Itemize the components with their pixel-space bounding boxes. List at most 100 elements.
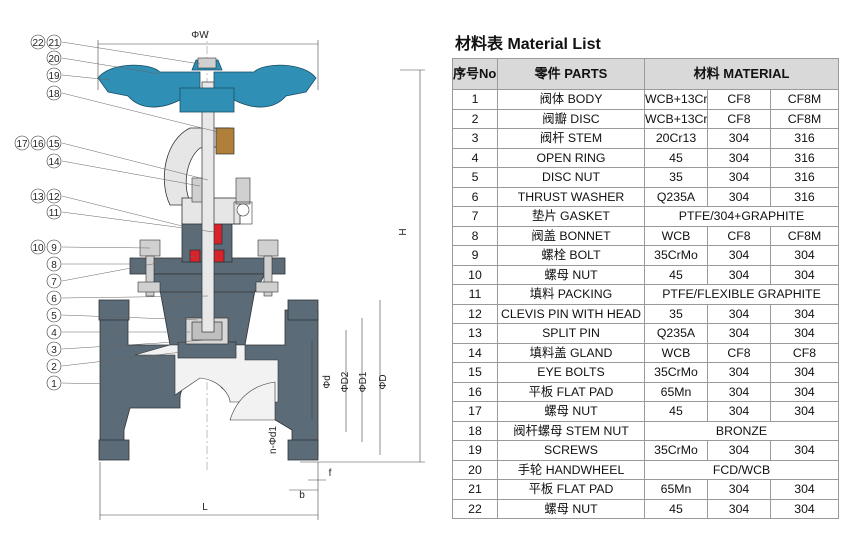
cell-no: 21 [452, 479, 498, 500]
cell-m2: 304 [707, 401, 771, 422]
cell-m1: 35 [644, 303, 708, 324]
cell-m2: CF8 [707, 89, 771, 110]
cell-m2: 304 [707, 147, 771, 168]
cell-m3: CF8M [769, 225, 840, 246]
cell-part: 阀杆 STEM [497, 128, 645, 149]
cell-part: OPEN RING [497, 147, 645, 168]
cell-part: 阀瓣 DISC [497, 108, 645, 129]
dim-l: L [202, 502, 208, 513]
dim-w: ΦW [191, 30, 209, 41]
dim-f: f [329, 468, 332, 479]
callout-12: 12 [48, 192, 60, 203]
cell-no: 15 [452, 362, 498, 383]
cell-m1: 65Mn [644, 479, 708, 500]
cell-m3: CF8M [769, 89, 840, 110]
callout-16: 16 [32, 139, 44, 150]
cell-part: DISC NUT [497, 167, 645, 188]
cell-m2: 304 [707, 498, 771, 519]
cell-no: 12 [452, 303, 498, 324]
header-material: 材料 MATERIAL [643, 58, 840, 90]
cell-m3: 304 [769, 381, 840, 402]
cell-m3: CF8M [769, 108, 840, 129]
cell-part: 螺栓 BOLT [497, 245, 645, 266]
callout-21: 21 [48, 38, 60, 49]
cell-m2: 304 [707, 323, 771, 344]
callout-18: 18 [48, 89, 60, 100]
cell-m3: 316 [769, 186, 840, 207]
cell-m3: 316 [769, 167, 840, 188]
callout-19: 19 [48, 71, 60, 82]
cell-part: 螺母 NUT [497, 498, 645, 519]
cell-m3: 316 [769, 147, 840, 168]
cell-part: 填料盖 GLAND [497, 342, 645, 363]
cell-no: 2 [452, 108, 498, 129]
cell-no: 11 [452, 284, 498, 305]
cell-m3: 304 [769, 323, 840, 344]
valve-drawing: 22 21 20 19 18 17 16 15 14 13 12 11 10 9… [14, 30, 425, 520]
cell-m1: 45 [644, 498, 708, 519]
cell-no: 9 [452, 245, 498, 266]
callout-6: 6 [51, 294, 57, 305]
cell-span: FCD/WCB [643, 459, 840, 480]
cell-m3: 304 [769, 498, 840, 519]
callout-14: 14 [48, 157, 60, 168]
cell-m2: CF8 [707, 342, 771, 363]
cell-m1: 65Mn [644, 381, 708, 402]
cell-no: 20 [452, 459, 498, 480]
cell-m2: CF8 [707, 108, 771, 129]
dim-big-d: ΦD [378, 374, 389, 389]
leader-lines [61, 41, 219, 385]
cell-m1: 45 [644, 147, 708, 168]
cell-m1: 35CrMo [644, 440, 708, 461]
cell-m2: 304 [707, 186, 771, 207]
callout-17: 17 [16, 139, 28, 150]
cell-m3: CF8 [769, 342, 840, 363]
dim-d2: ΦD2 [340, 371, 351, 392]
cell-m1: WCB [644, 342, 708, 363]
cell-no: 7 [452, 206, 498, 227]
cell-m1: WCB [644, 225, 708, 246]
callout-4: 4 [51, 328, 57, 339]
callout-8: 8 [51, 260, 57, 271]
cell-m2: CF8 [707, 225, 771, 246]
cell-part: 阀杆螺母 STEM NUT [497, 420, 645, 441]
cell-m3: 304 [769, 479, 840, 500]
cell-no: 8 [452, 225, 498, 246]
cell-no: 14 [452, 342, 498, 363]
cell-part: 阀盖 BONNET [497, 225, 645, 246]
cell-m2: 304 [707, 479, 771, 500]
cell-no: 3 [452, 128, 498, 149]
cell-part: THRUST WASHER [497, 186, 645, 207]
eye-bolts [191, 177, 253, 225]
cell-m1: 35 [644, 167, 708, 188]
cell-part: SCREWS [497, 440, 645, 461]
cell-part: 平板 FLAT PAD [497, 479, 645, 500]
cell-m2: 304 [707, 264, 771, 285]
cell-span: PTFE/304+GRAPHITE [643, 206, 840, 227]
cell-part: 螺母 NUT [497, 264, 645, 285]
cell-part: 填料 PACKING [497, 284, 645, 305]
callout-10: 10 [32, 243, 44, 254]
disc [177, 317, 237, 359]
cell-m3: 304 [769, 245, 840, 266]
cell-m2: 304 [707, 303, 771, 324]
cell-part: CLEVIS PIN WITH HEAD [497, 303, 645, 324]
callout-20: 20 [48, 54, 60, 65]
cell-m2: 304 [707, 381, 771, 402]
cell-m1: 35CrMo [644, 245, 708, 266]
